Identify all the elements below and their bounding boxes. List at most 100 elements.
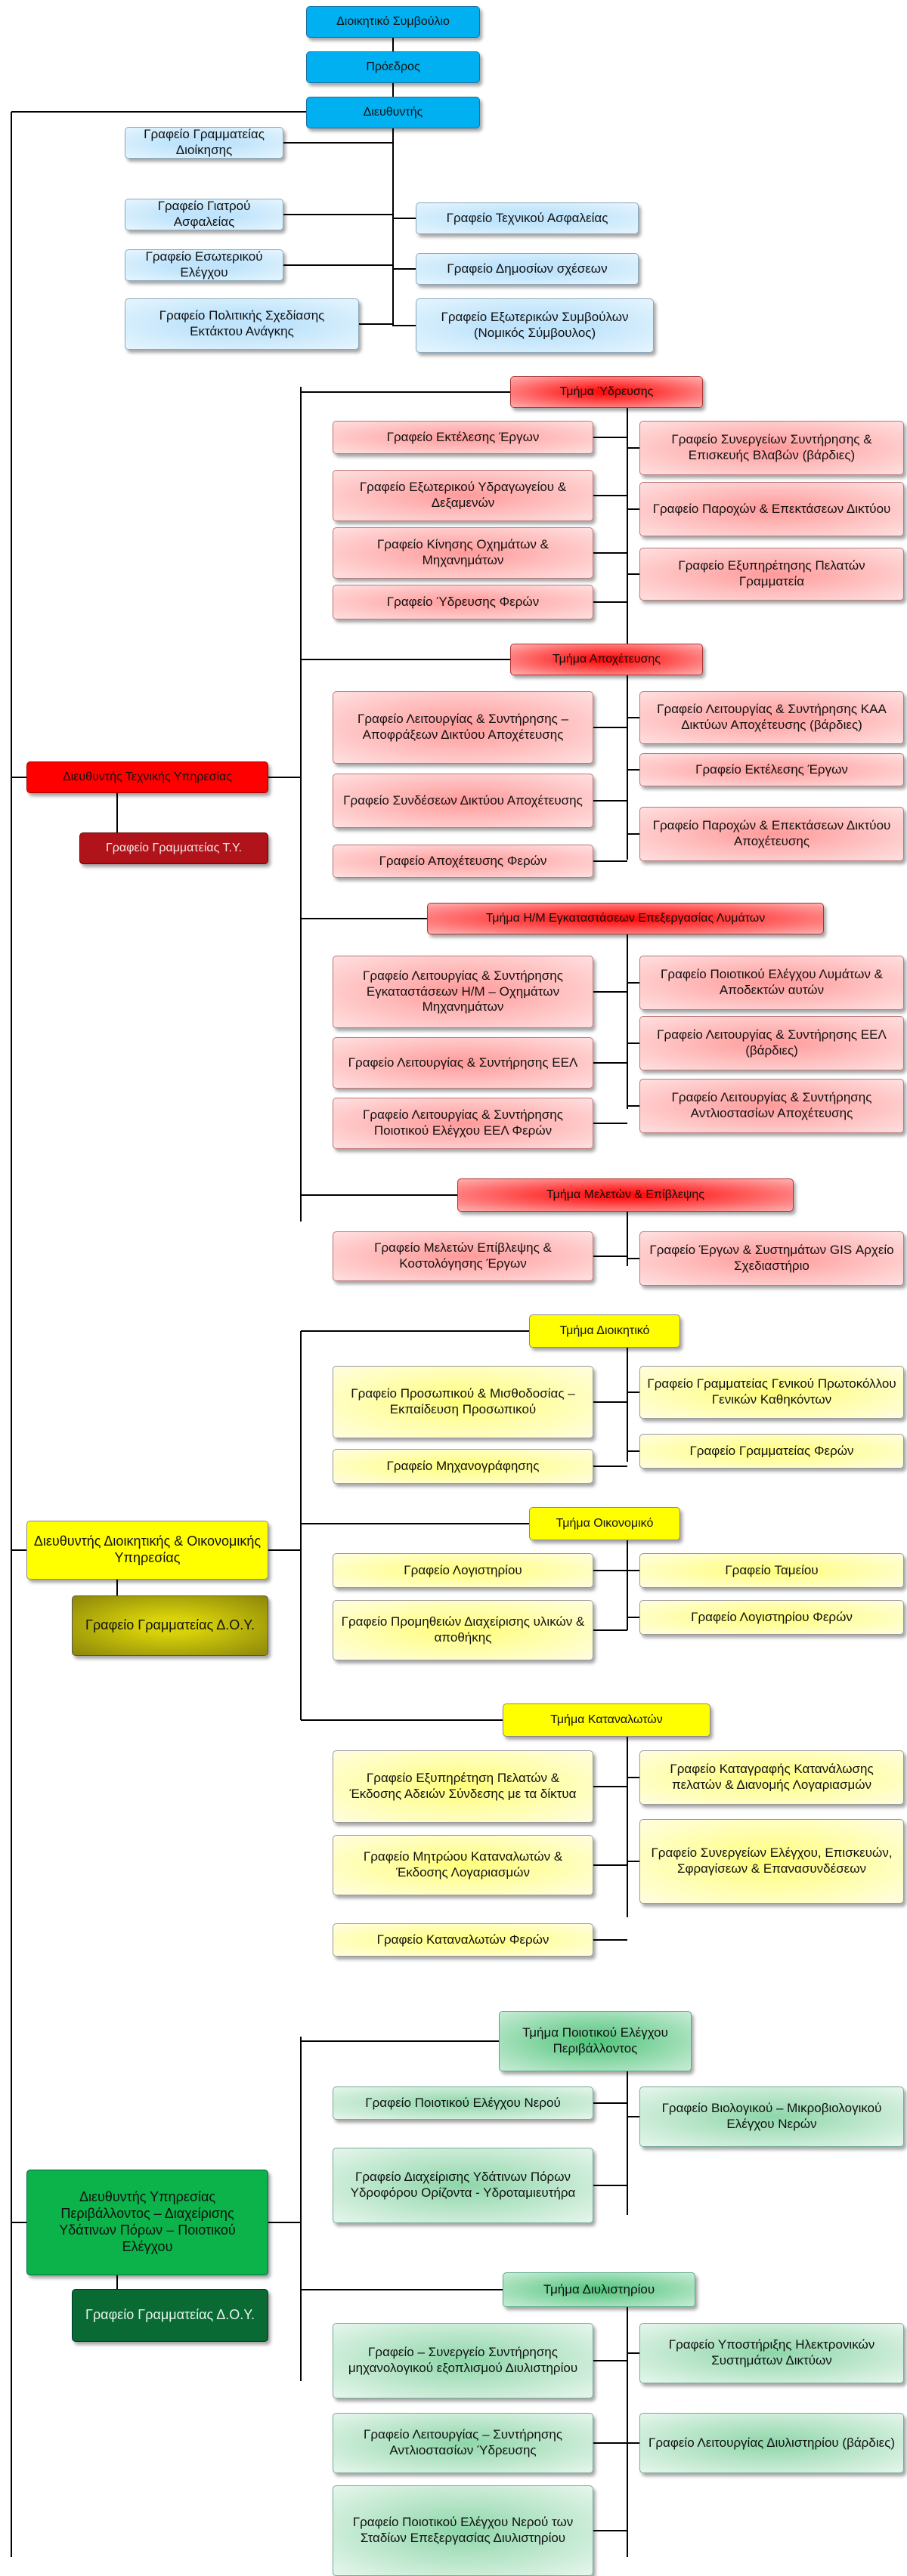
director-office-box: Γραφείο Τεχνικού Ασφαλείας — [416, 202, 639, 234]
technical-secretariat-box: Γραφείο Γραμματείας Τ.Υ. — [79, 832, 268, 864]
office-box: Γραφείο Συνδέσεων Δικτύου Αποχέτευσης — [333, 774, 593, 828]
connector-line — [301, 391, 510, 393]
connector-line — [593, 437, 627, 438]
connector-line — [593, 1570, 627, 1571]
connector-line — [11, 112, 12, 2557]
connector-line — [627, 1042, 639, 1044]
connector-line — [627, 675, 628, 860]
connector-line — [627, 934, 628, 1109]
technical-director-box: Διευθυντής Τεχνικής Υπηρεσίας — [26, 761, 268, 793]
office-box: Γραφείο – Συνεργείο Συντήρησης μηχανολογ… — [333, 2323, 593, 2398]
connector-line — [627, 1391, 639, 1393]
connector-line — [627, 2352, 639, 2354]
office-box: Γραφείο Αποχέτευσης Φερών — [333, 845, 593, 878]
office-box: Γραφείο Συνεργείων Συντήρησης & Επισκευή… — [639, 421, 904, 475]
office-box: Γραφείο Μελετών Επίβλεψης & Κοστολόγησης… — [333, 1231, 593, 1281]
connector-line — [593, 1786, 627, 1787]
connector-line — [627, 1212, 628, 1266]
office-box: Γραφείο Λογιστηρίου — [333, 1553, 593, 1588]
connector-line — [301, 1719, 503, 1721]
department-header: Τμήμα Οικονομικό — [529, 1507, 680, 1540]
office-box: Γραφείο Εξυπηρέτησης Πελατών Γραμματεία — [639, 548, 904, 601]
office-box: Γραφείο Ύδρευσης Φερών — [333, 585, 593, 619]
office-box: Γραφείο Λειτουργίας & Συντήρησης ΚΑΑ Δικ… — [639, 691, 904, 744]
connector-line — [627, 1105, 639, 1107]
connector-line — [627, 769, 639, 771]
department-header: Τμήμα Ύδρευσης — [510, 376, 703, 408]
connector-line — [627, 2116, 639, 2117]
connector-line — [627, 1861, 639, 1862]
connector-line — [593, 1629, 627, 1631]
connector-line — [593, 495, 627, 496]
department-header: Τμήμα Διοικητικό — [529, 1314, 680, 1348]
connector-line — [627, 982, 639, 984]
connector-line — [627, 717, 639, 718]
connector-line — [627, 1617, 639, 1618]
connector-line — [627, 2442, 639, 2444]
connector-line — [593, 1466, 627, 1467]
connector-line — [11, 2222, 26, 2223]
connector-line — [627, 508, 639, 510]
connector-line — [627, 1737, 628, 1917]
connector-line — [627, 1258, 639, 1259]
department-header: Τμήμα Αποχέτευσης — [510, 644, 703, 675]
office-box: Γραφείο Λογιστηρίου Φερών — [639, 1600, 904, 1635]
connector-line — [359, 323, 393, 325]
office-box: Γραφείο Συνεργείων Ελέγχου, Επισκευών, Σ… — [639, 1819, 904, 1904]
connector-line — [392, 38, 394, 51]
connector-line — [283, 264, 393, 266]
connector-line — [627, 2071, 628, 2215]
department-header: Τμήμα Μελετών & Επίβλεψης — [457, 1178, 794, 1212]
office-box: Γραφείο Εκτέλεσης Έργων — [639, 753, 904, 786]
connector-line — [301, 1330, 529, 1332]
environment-director-box: Διευθυντής Υπηρεσίας Περιβάλλοντος – Δια… — [26, 2170, 268, 2275]
office-box: Γραφείο Παροχών & Επεκτάσεων Δικτύου Απο… — [639, 807, 904, 861]
office-box: Γραφείο Προμηθειών Διαχείρισης υλικών & … — [333, 1600, 593, 1660]
connector-line — [392, 128, 394, 326]
connector-line — [283, 214, 393, 215]
connector-line — [593, 860, 627, 862]
office-box: Γραφείο Εξυπηρέτηση Πελατών & Έκδοσης Αδ… — [333, 1750, 593, 1823]
board-box: Διοικητικό Συμβούλιο — [306, 6, 480, 38]
office-box: Γραφείο Κίνησης Οχημάτων & Μηχανημάτων — [333, 527, 593, 579]
director-office-box: Γραφείο Εξωτερικών Συμβούλων (Νομικός Σύ… — [416, 298, 654, 353]
connector-line — [593, 800, 627, 802]
connector-line — [593, 2530, 627, 2531]
president-box: Πρόεδρος — [306, 51, 480, 83]
admin-director-box: Διευθυντής Διοικητικής & Οικονομικής Υπη… — [26, 1521, 268, 1580]
connector-line — [301, 2040, 499, 2042]
department-header: Τμήμα Καταναλωτών — [503, 1703, 710, 1737]
admin-secretariat-box: Γραφείο Γραμματείας Δ.Ο.Υ. — [72, 1595, 268, 1656]
connector-line — [301, 1523, 529, 1524]
office-box: Γραφείο Λειτουργίας & Συντήρησης Εγκατασ… — [333, 956, 593, 1028]
connector-line — [593, 2442, 627, 2444]
connector-line — [11, 777, 26, 778]
office-box: Γραφείο Λειτουργίας & Συντήρησης Αντλιοσ… — [639, 1079, 904, 1133]
office-box: Γραφείο Γραμματείας Γενικού Πρωτοκόλλου … — [639, 1366, 904, 1419]
office-box: Γραφείο Παροχών & Επεκτάσεων Δικτύου — [639, 482, 904, 536]
connector-line — [11, 111, 306, 113]
connector-line — [593, 1401, 627, 1403]
office-box: Γραφείο Μητρώου Καταναλωτών & Έκδοσης Λο… — [333, 1835, 593, 1895]
connector-line — [301, 1194, 457, 1196]
connector-line — [627, 573, 639, 575]
office-box: Γραφείο Ποιοτικού Ελέγχου Νερού των Σταδ… — [333, 2485, 593, 2576]
connector-line — [627, 2307, 628, 2557]
office-box: Γραφείο Γραμματείας Φερών — [639, 1434, 904, 1469]
connector-line — [393, 268, 416, 270]
connector-line — [393, 218, 416, 219]
connector-line — [300, 2037, 302, 2381]
director-office-box: Γραφείο Γραμματείας Διοίκησης — [125, 127, 283, 159]
department-header: Τμήμα Διυλιστηρίου — [503, 2272, 695, 2307]
connector-line — [593, 2360, 627, 2361]
office-box: Γραφείο Καταναλωτών Φερών — [333, 1923, 593, 1957]
office-box: Γραφείο Υποστήριξης Ηλεκτρονικών Συστημά… — [639, 2323, 904, 2383]
office-box: Γραφείο Προσωπικού & Μισθοδοσίας – Εκπαί… — [333, 1366, 593, 1438]
connector-line — [301, 659, 510, 660]
connector-line — [593, 991, 627, 993]
connector-line — [627, 1540, 628, 1630]
office-box: Γραφείο Διαχείρισης Υδάτινων Πόρων Υδροφ… — [333, 2148, 593, 2223]
connector-line — [593, 1864, 627, 1866]
connector-line — [268, 1549, 301, 1551]
connector-line — [627, 1450, 639, 1452]
